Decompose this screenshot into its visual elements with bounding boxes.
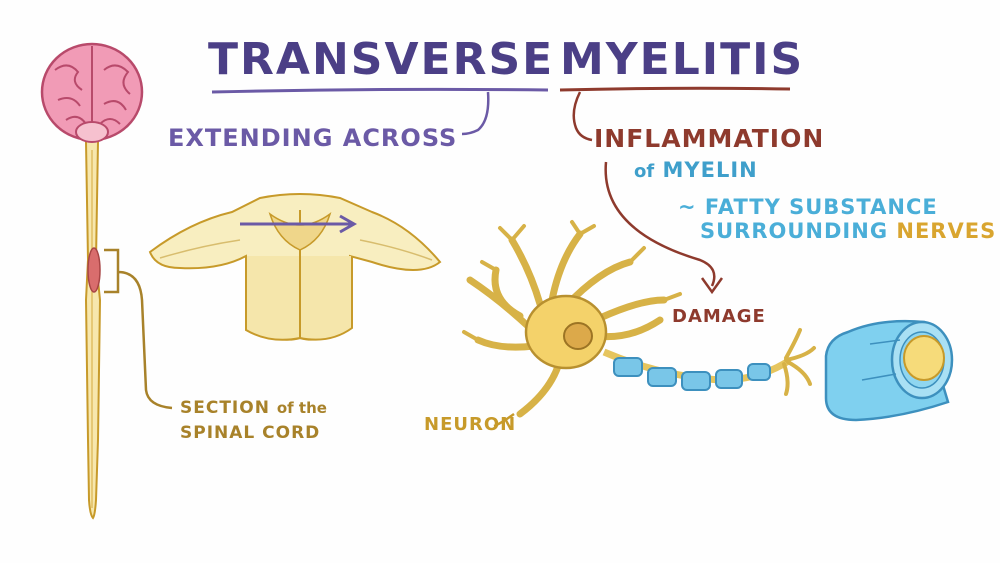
label-of-the: of the [276,399,327,417]
title-myelitis: MYELITIS [560,34,805,85]
label-damage: DAMAGE [672,306,766,327]
connector-section [104,248,173,410]
title-underline-myelitis [559,86,791,92]
myelin-sheath-illustration [824,319,954,422]
label-surrounding-nerves: SURROUNDING NERVES [700,219,996,243]
neuron-nucleus [563,322,593,350]
axon-core [903,335,945,381]
cross-section-arrowhead [339,214,358,234]
connector-extending [461,91,490,136]
arrow-to-damage [604,161,716,287]
label-of: of [634,161,655,182]
label-fatty-substance: ~ FATTY SUBSTANCE [678,195,938,219]
label-extending-across: EXTENDING ACROSS [168,124,458,152]
inflamed-segment [87,247,101,293]
spinal-cord-section-illustration [148,193,442,341]
spinal-cord-illustration [84,137,102,520]
label-surrounding: SURROUNDING [700,219,889,243]
label-neuron: NEURON [424,414,517,435]
brain-illustration [40,42,144,143]
title-underline-transverse [211,87,549,94]
label-spinal-cord: SPINAL CORD [180,423,321,443]
label-nerves: NERVES [896,219,997,243]
label-inflammation: INFLAMMATION [594,124,825,153]
label-of-myelin: of MYELIN [634,158,758,182]
neuron-illustration [462,220,816,428]
label-myelin: MYELIN [662,158,758,182]
arrowhead-damage [700,277,724,295]
label-section-of-the: SECTION of the [180,398,327,418]
label-section: SECTION [180,398,270,418]
connector-inflammation [572,91,593,142]
title-transverse: TRANSVERSE [208,34,555,85]
